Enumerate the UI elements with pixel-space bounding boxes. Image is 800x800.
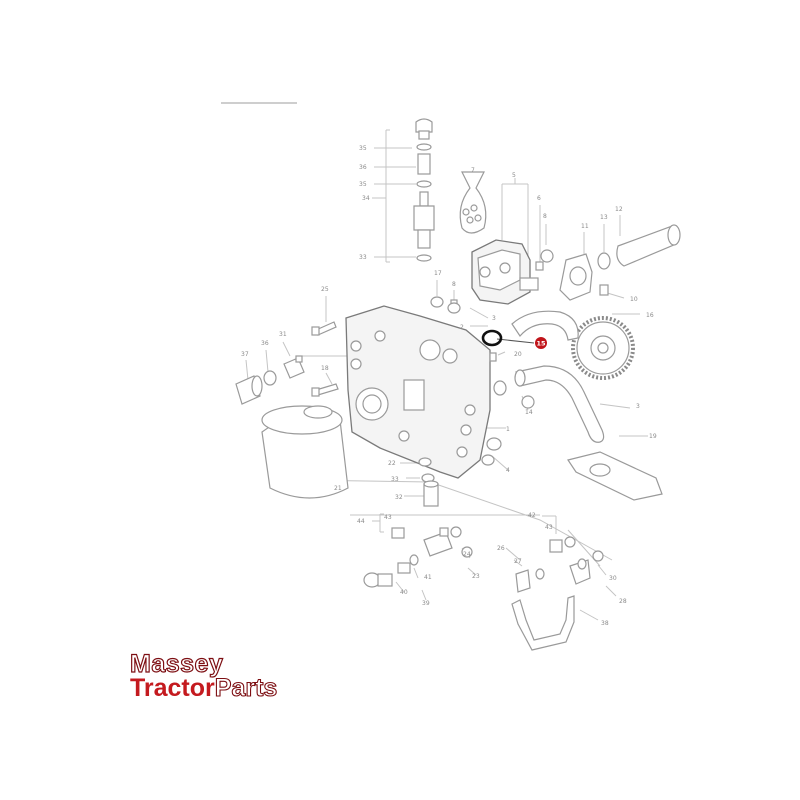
fitting-6 [535, 261, 544, 271]
callout: 42 [528, 512, 536, 519]
callout: 16 [646, 312, 654, 319]
brand-parts: Parts [214, 674, 278, 702]
o-ring-4 [481, 454, 495, 466]
callout: 43 [384, 514, 392, 521]
callout: 5 [512, 172, 516, 179]
callout: 34 [362, 195, 370, 202]
callout: 36 [261, 340, 269, 347]
o-ring-43 [564, 536, 576, 548]
callout: 1 [506, 426, 510, 433]
callout: 33 [359, 254, 367, 261]
brand-tractor: Tractor [130, 674, 215, 702]
bolt-18 [311, 383, 339, 397]
callout: 35 [359, 181, 367, 188]
callout: 31 [279, 331, 287, 338]
callout: 7 [471, 167, 475, 174]
connector-32 [423, 480, 439, 507]
o-ring-24 [450, 526, 462, 538]
callout: 26 [497, 545, 505, 552]
callout: 10 [630, 296, 638, 303]
main-housing [345, 305, 491, 479]
callout-15-highlight[interactable]: 15 [535, 337, 547, 349]
callout: 6 [537, 195, 541, 202]
relief-valve-stack [413, 118, 435, 262]
sensor-31 [283, 355, 305, 379]
o-ring-1 [486, 437, 502, 451]
callout: 44 [357, 518, 365, 525]
brand-line-1: Massey [129, 650, 224, 678]
o-ring-15-highlighted [481, 329, 503, 347]
elbow-27 [515, 568, 545, 593]
callout: 13 [600, 214, 608, 221]
o-ring-24b [461, 546, 473, 558]
elbow-29 [569, 550, 604, 585]
callout: 43 [545, 524, 553, 531]
drive-gear [571, 316, 635, 380]
parts-bag [459, 171, 487, 234]
callout: 17 [434, 270, 442, 277]
o-ring-41 [409, 554, 419, 566]
brand-line-2: TractorParts [130, 674, 278, 702]
seal-13 [597, 252, 611, 270]
callout: 28 [619, 598, 627, 605]
callout: 36 [359, 164, 367, 171]
callout: 4 [506, 467, 510, 474]
callout: 11 [581, 223, 589, 230]
callout: 3 [492, 315, 496, 322]
callout: 35 [359, 145, 367, 152]
o-ring-17 [430, 296, 444, 308]
fitting-41 [397, 562, 411, 574]
callout: 41 [424, 574, 432, 581]
o-ring-22 [418, 457, 432, 467]
o-ring-8 [447, 302, 461, 314]
bolt-25 [311, 321, 337, 336]
callout: 38 [601, 620, 609, 627]
callout: 3 [636, 403, 640, 410]
pin-20 [489, 352, 497, 362]
o-ring-14 [521, 395, 535, 409]
pump-pipes [511, 310, 605, 443]
elbow-40 [363, 572, 393, 588]
hydraulic-pump [471, 239, 539, 305]
gasket [567, 451, 663, 501]
fitting-43 [391, 527, 405, 539]
brand-logo: Massey TractorParts [129, 650, 278, 702]
callout: 14 [525, 409, 533, 416]
o-ring-36 [263, 370, 277, 386]
callout: 39 [422, 600, 430, 607]
pipe-38 [511, 595, 575, 651]
callout-15-label: 15 [536, 340, 546, 348]
suction-pipe [616, 224, 681, 267]
callout: 25 [321, 286, 329, 293]
callout: 27 [514, 558, 522, 565]
callout: 23 [472, 573, 480, 580]
callout: 37 [241, 351, 249, 358]
callout: 21 [334, 485, 342, 492]
callout: 12 [615, 206, 623, 213]
sleeve-37 [235, 375, 263, 405]
callout: 33 [391, 476, 399, 483]
callout: 40 [400, 589, 408, 596]
callout: 20 [514, 351, 522, 358]
suction-flange [559, 253, 593, 301]
bolt-10 [599, 284, 609, 296]
callout: 8 [543, 213, 547, 220]
callout-numbers: 35 36 35 34 33 7 5 6 8 11 13 12 17 8 3 2… [241, 145, 657, 627]
o-ring-18 [493, 380, 507, 396]
callout: 30 [609, 575, 617, 582]
gasket-hole [589, 463, 611, 477]
oil-filter [261, 405, 349, 499]
callout: 19 [649, 433, 657, 440]
callout: 32 [395, 494, 403, 501]
callout: 8 [452, 281, 456, 288]
callout: 18 [321, 365, 329, 372]
fitting-42 [549, 539, 563, 553]
tee-24 [423, 527, 453, 557]
callout: 22 [388, 460, 396, 467]
callout: 24 [463, 551, 471, 558]
callout: 2 [460, 324, 464, 331]
seal-8 [540, 249, 554, 263]
